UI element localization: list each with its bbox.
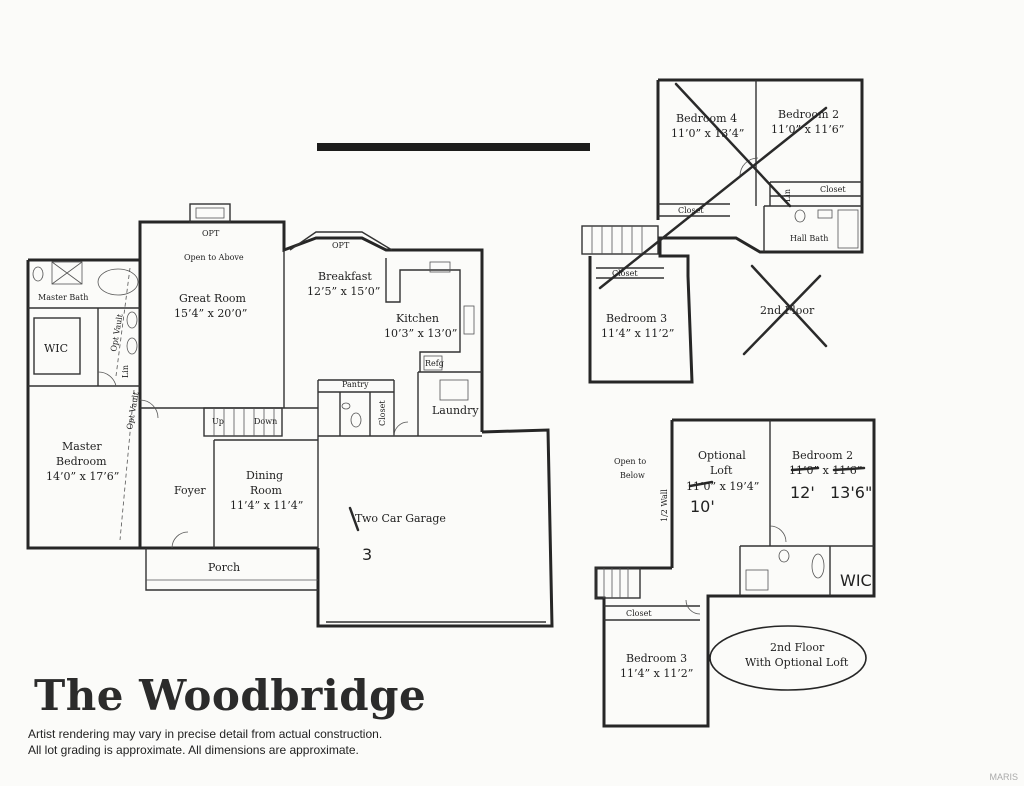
linen-label-2f: Lin <box>783 189 792 202</box>
hall-bath-label: Hall Bath <box>790 234 828 243</box>
bedroom3-loft-dims: 11’4” x 11’2” <box>620 667 693 680</box>
opt-vault-label-b: Opt Vault <box>125 390 141 430</box>
bedroom2-label: Bedroom 2 <box>778 108 839 121</box>
refrigerator-label: Refg <box>425 359 444 368</box>
bedroom4-dims: 11’0” x 13’4” <box>671 127 744 140</box>
bedroom3-dims: 11’4” x 11’2” <box>601 327 674 340</box>
half-wall-label: 1/2 Wall <box>660 489 669 522</box>
garage-label: Two Car Garage <box>355 512 446 525</box>
breakfast-dims: 12’5” x 15’0” <box>307 285 380 298</box>
second-floor-label: 2nd Floor <box>760 304 815 317</box>
optional-loft-label-2: Loft <box>710 464 733 477</box>
bedroom2-loft-dims: 11’0” x 11’6” <box>789 464 862 477</box>
loft-handwritten-width: 10' <box>690 497 715 516</box>
watermark: MARIS <box>989 772 1018 782</box>
open-to-above-note: Open to Above <box>184 253 244 262</box>
wic-label: WIC <box>44 342 68 355</box>
bedroom2-dims: 11’0” x 11’6” <box>771 123 844 136</box>
great-room-label: Great Room <box>179 292 247 305</box>
bedroom4-label: Bedroom 4 <box>676 112 737 125</box>
laundry-label: Laundry <box>432 404 479 417</box>
master-bedroom-label: Master <box>62 440 102 453</box>
bay-opt-label: OPT <box>332 241 350 250</box>
floor-label-loft-1: 2nd Floor <box>770 641 825 654</box>
breakfast-label: Breakfast <box>318 270 372 283</box>
garage-annotation: 3 <box>362 545 372 564</box>
floor-label-loft-2: With Optional Loft <box>745 656 849 669</box>
header-bar <box>317 143 590 151</box>
optional-loft-label: Optional <box>698 449 746 462</box>
linen-label: Lin <box>121 365 130 378</box>
closet-label-2: Closet <box>678 206 704 215</box>
bedroom3-loft-label: Bedroom 3 <box>626 652 687 665</box>
pantry-label: Pantry <box>342 380 369 389</box>
closet-label-1: Closet <box>820 185 846 194</box>
closet-label: Closet <box>378 400 387 426</box>
closet-label-loft: Closet <box>626 609 652 618</box>
kitchen-dims: 10’3” x 13’0” <box>384 327 457 340</box>
stairs-down-label: Down <box>254 417 277 426</box>
bedroom3-label: Bedroom 3 <box>606 312 667 325</box>
second-floor-plan-b <box>594 418 876 728</box>
open-to-below-label-1: Open to <box>614 457 646 466</box>
foyer-label: Foyer <box>174 484 206 497</box>
dining-room-dims: 11’4” x 11’4” <box>230 499 303 512</box>
master-bedroom-dims: 14’0” x 17’6” <box>46 470 119 483</box>
disclaimer-line-2: All lot grading is approximate. All dime… <box>28 743 359 757</box>
second-floor-plan-a <box>581 78 864 384</box>
bedroom2-loft-label: Bedroom 2 <box>792 449 853 462</box>
stairs-up-label: Up <box>212 417 224 426</box>
master-bath-label: Master Bath <box>38 293 88 302</box>
garage-strike-mark <box>348 506 360 532</box>
dining-room-label: Dining <box>246 469 283 482</box>
wic-handwritten-label: WIC <box>840 571 872 590</box>
great-room-dims: 15’4” x 20’0” <box>174 307 247 320</box>
bedroom2-handwritten-length: 13'6" <box>830 483 872 502</box>
dining-room-label-2: Room <box>250 484 283 497</box>
bedroom2-handwritten-width: 12' <box>790 483 815 502</box>
opt-vault-label-a: Opt Vault <box>109 312 125 352</box>
kitchen-label: Kitchen <box>396 312 439 325</box>
open-to-below-label-2: Below <box>620 471 645 480</box>
closet-label-3: Closet <box>612 269 638 278</box>
disclaimer-line-1: Artist rendering may vary in precise det… <box>28 727 383 741</box>
optional-loft-dims: 11’0” x 19’4” <box>686 480 759 493</box>
first-floor-plan <box>26 203 554 628</box>
fireplace-opt-label: OPT <box>202 229 220 238</box>
floor-label-oval <box>709 625 867 691</box>
plan-title: The Woodbridge <box>34 671 427 720</box>
master-bedroom-label-2: Bedroom <box>56 455 107 468</box>
porch-label: Porch <box>208 561 240 574</box>
